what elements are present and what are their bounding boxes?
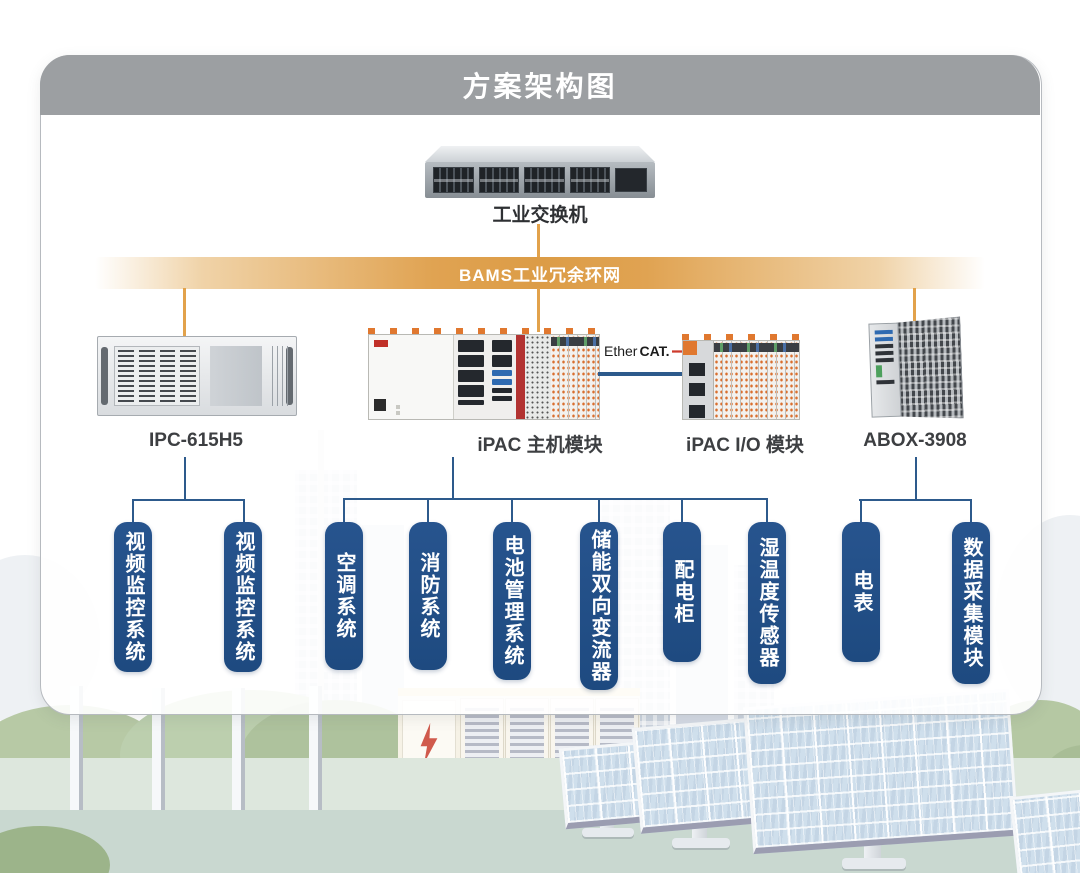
- ring-line-center: [537, 288, 540, 332]
- switch-port-group: [433, 167, 474, 193]
- switch-port-group: [478, 167, 519, 193]
- host-body: [368, 334, 600, 420]
- node-data-acquisition: 数据采集模块: [952, 522, 990, 684]
- street-lamp-pole: [232, 688, 245, 814]
- node-fire-system: 消防系统: [409, 522, 447, 670]
- connector-drop: [427, 498, 429, 522]
- connector-drop: [681, 498, 683, 522]
- switch-port-group: [524, 167, 565, 193]
- heatsink-fins: [896, 316, 964, 420]
- card-header: 方案架构图: [40, 55, 1040, 115]
- ipac-io-device: [682, 334, 800, 420]
- switch-front-face: [425, 162, 655, 198]
- rack-handle: [101, 347, 108, 405]
- node-battery-management: 电池管理系统: [493, 522, 531, 680]
- ring-line-left: [183, 288, 186, 339]
- node-humidity-temp-sensor: 湿温度传感器: [748, 522, 786, 684]
- page-title: 方案架构图: [462, 71, 618, 102]
- solar-panel-base: [842, 858, 906, 869]
- connector-drop: [132, 499, 134, 522]
- io-terminal-slices: [551, 335, 599, 419]
- connector-bar-host: [343, 498, 768, 500]
- solar-panel-base: [582, 828, 634, 837]
- connector-drop: [970, 499, 972, 522]
- red-module: [516, 335, 525, 419]
- ring-line-top: [537, 224, 540, 258]
- connector-stem-ipc: [184, 457, 186, 501]
- node-hvac-system: 空调系统: [325, 522, 363, 670]
- controller-panel: [525, 335, 551, 419]
- node-power-cabinet: 配电柜: [663, 522, 701, 662]
- ethercat-link-line: [598, 372, 686, 376]
- street-lamp-pole: [309, 686, 322, 814]
- ring-network-label: BAMS工业冗余环网: [458, 265, 622, 285]
- ipac-host-device: [368, 328, 600, 420]
- switch-port-group: [569, 167, 610, 193]
- front-panel: [210, 346, 262, 406]
- solar-panel-base: [672, 838, 730, 848]
- connector-bar-ipc: [132, 499, 245, 501]
- abox-label: ABOX-3908: [863, 430, 967, 451]
- ipac-host-label: iPAC 主机模块: [477, 435, 603, 456]
- switch-label: 工业交换机: [492, 205, 588, 226]
- usb-ports: [488, 335, 516, 419]
- connector-drop: [598, 498, 600, 522]
- cpu-module: [369, 335, 454, 419]
- connector-bar-abox: [859, 499, 972, 501]
- connector-drop: [766, 498, 768, 522]
- ethernet-ports: [454, 335, 488, 419]
- panel-slots: [272, 346, 288, 406]
- bus-coupler: [683, 341, 714, 419]
- industrial-switch-device: [425, 146, 655, 198]
- rack-handle: [286, 347, 293, 405]
- ring-network-banner: BAMS工业冗余环网: [95, 257, 985, 289]
- ring-line-right: [913, 288, 916, 324]
- street-lamp-pole: [70, 686, 83, 814]
- io-body: [682, 340, 800, 420]
- connector-drop: [343, 498, 345, 522]
- node-video-surveillance: 视频监控系统: [114, 522, 152, 672]
- node-electric-meter: 电表: [842, 522, 880, 662]
- street-lamp-pole: [152, 688, 165, 814]
- io-terminal-slices: [714, 341, 799, 419]
- ipc-label: IPC-615H5: [149, 430, 243, 451]
- module-clips: [682, 334, 800, 340]
- connector-drop: [860, 499, 862, 522]
- switch-sfp-ports: [615, 168, 647, 192]
- switch-top-face: [425, 146, 655, 162]
- connector-drop: [511, 498, 513, 522]
- node-video-surveillance: 视频监控系统: [224, 522, 262, 672]
- abox-port-face: [868, 322, 902, 418]
- connector-stem-abox: [915, 457, 917, 501]
- ipc-615h5-device: [97, 336, 297, 416]
- abox-3908-device: [868, 316, 966, 421]
- ipac-io-label: iPAC I/O 模块: [686, 435, 804, 456]
- connector-drop: [243, 499, 245, 522]
- node-storage-converter: 储能双向变流器: [580, 522, 618, 690]
- module-clips: [368, 328, 600, 334]
- vent-grille: [114, 346, 200, 406]
- connector-stem-host: [452, 457, 454, 500]
